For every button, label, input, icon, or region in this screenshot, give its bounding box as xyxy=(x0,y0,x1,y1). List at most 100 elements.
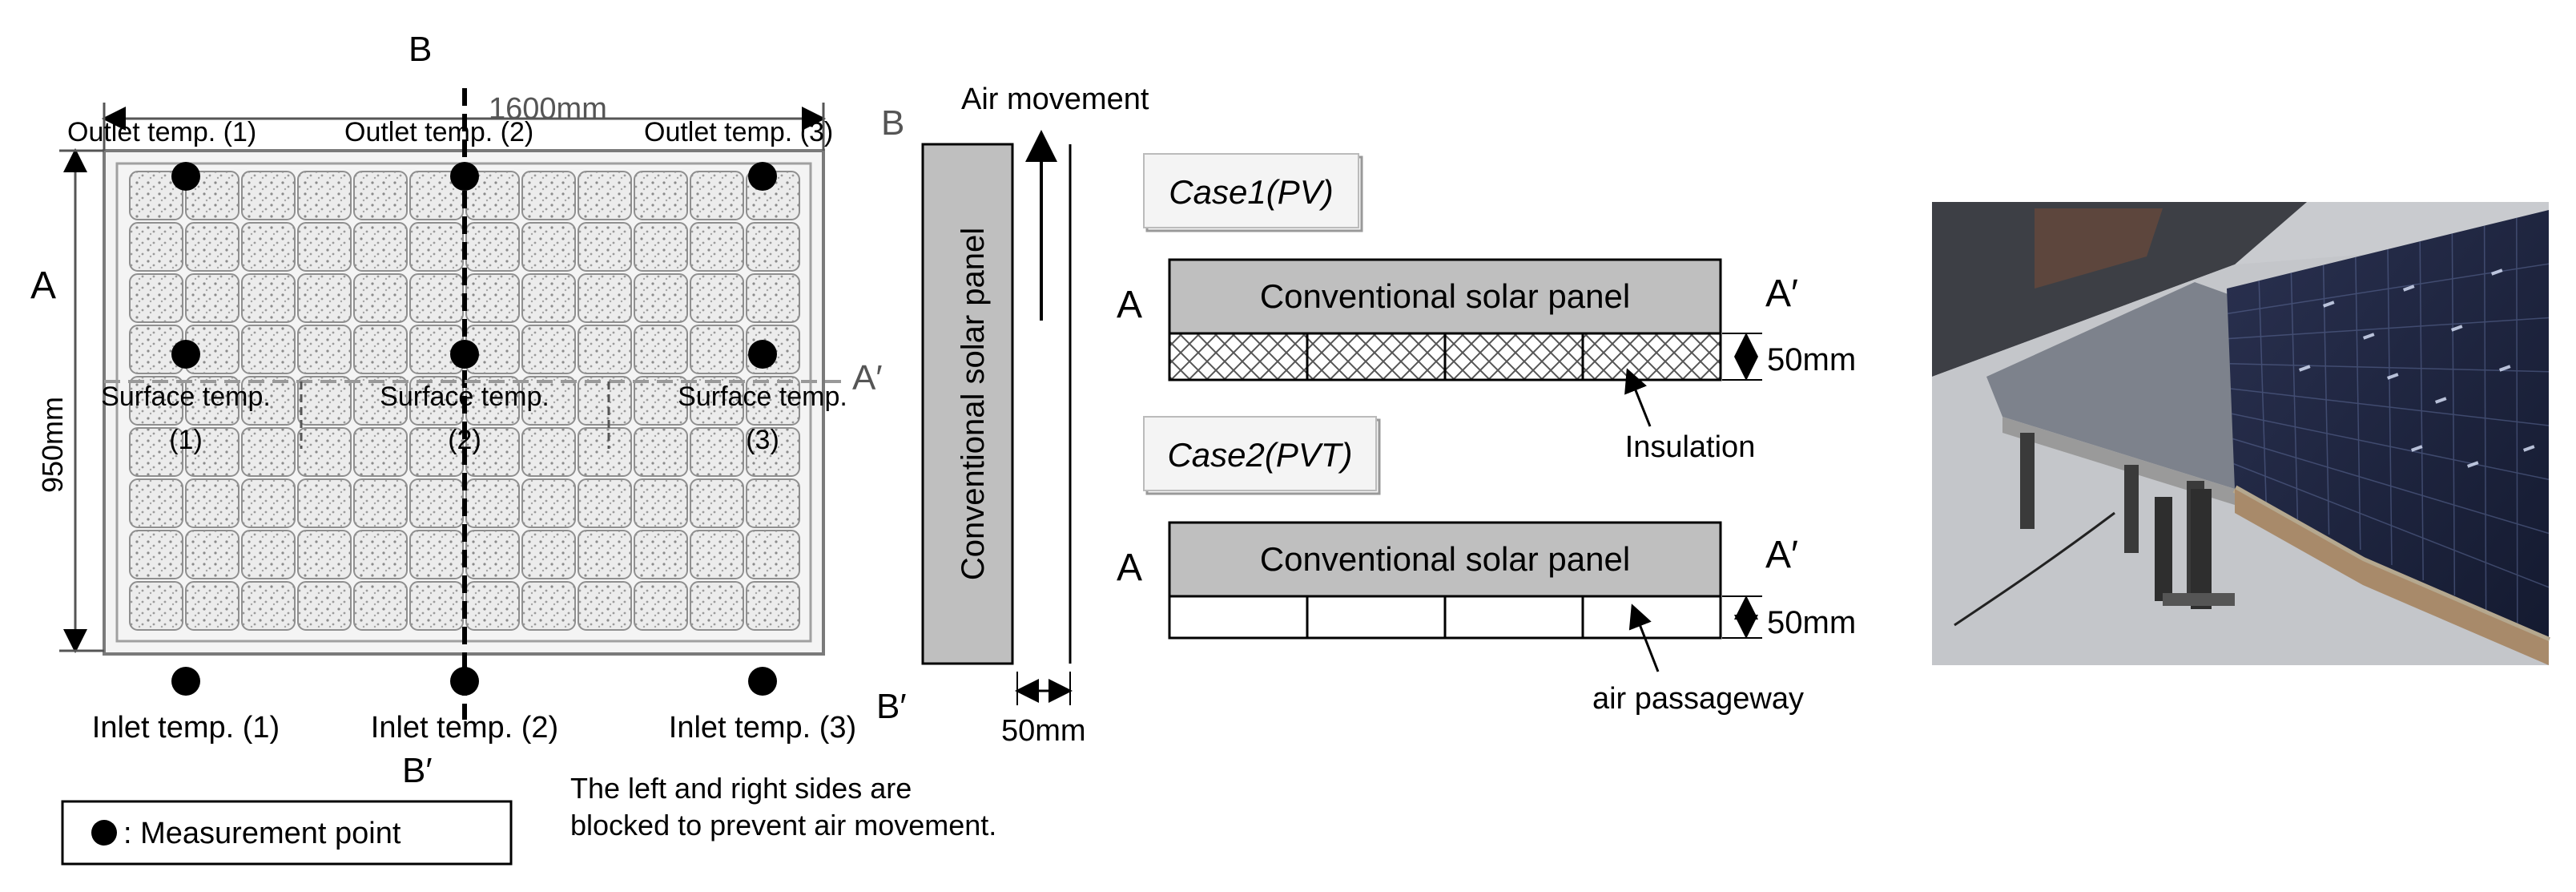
solar-cell xyxy=(521,478,576,528)
inlet-point-3 xyxy=(748,667,777,696)
solar-cell xyxy=(578,171,632,220)
solar-cell xyxy=(690,530,744,579)
solar-cell xyxy=(185,171,239,220)
case2-label-a-prime: A′ xyxy=(1765,534,1798,576)
solar-cell xyxy=(634,478,688,528)
outlet-label-1: Outlet temp. (1) xyxy=(67,117,256,147)
height-dimension-label: 950mm xyxy=(36,397,69,493)
solar-cell xyxy=(465,530,520,579)
section-b-label: B xyxy=(409,30,432,69)
solar-cell xyxy=(578,427,632,477)
surface-label-2: Surface temp. xyxy=(380,381,549,412)
solar-cell xyxy=(690,171,744,220)
solar-cell xyxy=(129,427,183,477)
outlet-point-2 xyxy=(450,162,479,191)
solar-cell xyxy=(353,478,408,528)
solar-cell xyxy=(578,325,632,374)
solar-cell xyxy=(578,273,632,323)
solar-cell xyxy=(746,376,800,426)
legend-dot xyxy=(91,820,117,846)
inlet-point-1 xyxy=(171,667,200,696)
solar-cell xyxy=(634,273,688,323)
solar-cell xyxy=(578,478,632,528)
case1-section: Case1(PV) Conventional solar panel A A′ … xyxy=(1117,153,1856,464)
solar-cell xyxy=(690,376,744,426)
section-b-prime-label: B′ xyxy=(402,751,433,790)
solar-cell xyxy=(746,530,800,579)
solar-cell xyxy=(353,222,408,272)
outlet-point-1 xyxy=(171,162,200,191)
solar-cell xyxy=(129,171,183,220)
solar-cell xyxy=(746,222,800,272)
solar-cell xyxy=(185,427,239,477)
solar-cell xyxy=(353,376,408,426)
solar-cell xyxy=(521,171,576,220)
solar-cell xyxy=(297,478,352,528)
solar-cell xyxy=(521,376,576,426)
case1-dimension-label: 50mm xyxy=(1767,342,1856,377)
width-dimension-label: 1600mm xyxy=(489,92,607,126)
solar-cell xyxy=(185,222,239,272)
surface-index-3: (3) xyxy=(746,425,779,455)
solar-cell xyxy=(353,530,408,579)
case2-callout-label: air passageway xyxy=(1592,682,1804,716)
photo-large-panel xyxy=(2227,210,2549,641)
case2-callout-arrow xyxy=(1628,603,1660,672)
photo-small-panel xyxy=(1986,282,2235,489)
solar-cell xyxy=(409,530,464,579)
legend-text: : Measurement point xyxy=(123,817,401,850)
solar-cell xyxy=(297,273,352,323)
solar-cell xyxy=(241,222,296,272)
solar-cell xyxy=(409,581,464,631)
solar-cell xyxy=(690,427,744,477)
solar-cell xyxy=(353,273,408,323)
solar-cell xyxy=(129,530,183,579)
surface-point-1 xyxy=(171,340,200,369)
solar-cell xyxy=(241,325,296,374)
solar-cell xyxy=(465,222,520,272)
case1-callout-label: Insulation xyxy=(1625,430,1756,464)
case1-callout-arrow xyxy=(1624,368,1652,427)
solar-cell xyxy=(297,376,352,426)
case2-title: Case2(PVT) xyxy=(1167,436,1352,474)
solar-cell xyxy=(465,478,520,528)
photo-panel-side xyxy=(2235,489,2549,665)
section-b-panel-label: Conventional solar panel xyxy=(956,228,991,580)
solar-cell xyxy=(129,222,183,272)
solar-cell xyxy=(241,581,296,631)
solar-cell xyxy=(634,325,688,374)
solar-cell xyxy=(634,427,688,477)
solar-cell xyxy=(297,581,352,631)
solar-cell xyxy=(690,325,744,374)
section-b-view: Conventional solar panel Air movement 50… xyxy=(876,83,1149,748)
case2-dimension-label: 50mm xyxy=(1767,605,1856,640)
case1-label-a: A xyxy=(1117,284,1142,326)
note-line-1: The left and right sides are xyxy=(570,772,912,805)
solar-cell xyxy=(690,273,744,323)
solar-cell xyxy=(185,273,239,323)
solar-cell xyxy=(578,530,632,579)
solar-cell xyxy=(353,325,408,374)
outlet-point-3 xyxy=(748,162,777,191)
solar-cell xyxy=(409,222,464,272)
solar-cell xyxy=(185,530,239,579)
legend-box xyxy=(61,800,513,866)
solar-cell xyxy=(185,376,239,426)
installation-photo xyxy=(1932,202,2550,665)
solar-cell xyxy=(634,581,688,631)
measurement-points xyxy=(171,162,777,696)
solar-cell xyxy=(185,581,239,631)
solar-cell xyxy=(409,273,464,323)
gap-dimension-label: 50mm xyxy=(1001,714,1086,748)
solar-cell xyxy=(746,478,800,528)
inlet-point-2 xyxy=(450,667,479,696)
inlet-label-2: Inlet temp. (2) xyxy=(371,711,558,745)
solar-cell xyxy=(129,376,183,426)
solar-cell xyxy=(297,530,352,579)
solar-cell xyxy=(521,325,576,374)
surface-index-1: (1) xyxy=(169,425,203,455)
surface-label-1: Surface temp. xyxy=(101,381,271,412)
case2-panel-label: Conventional solar panel xyxy=(1260,540,1630,578)
solar-cell xyxy=(634,530,688,579)
solar-cell xyxy=(353,581,408,631)
